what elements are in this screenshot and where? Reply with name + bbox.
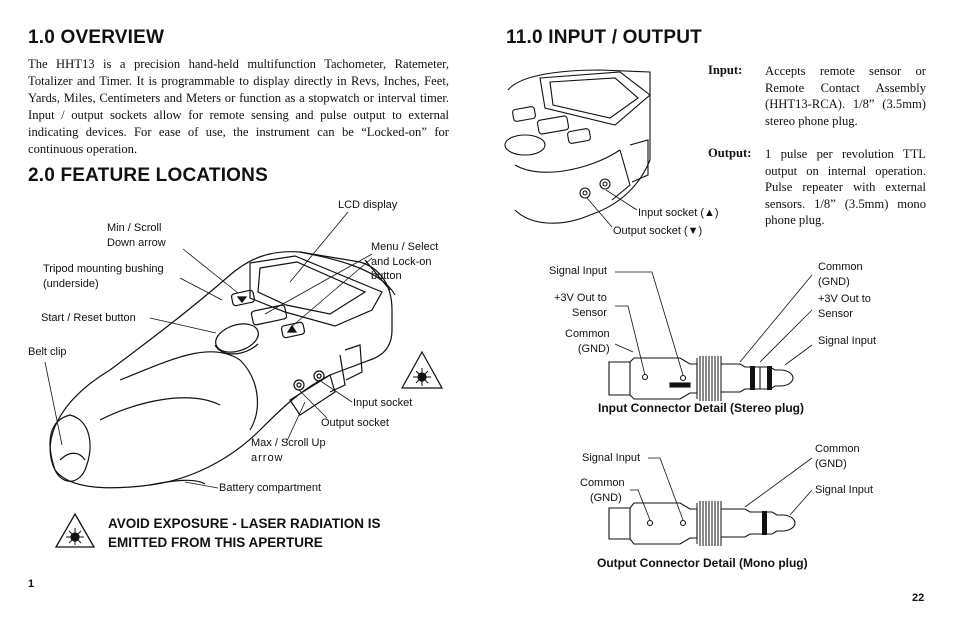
input-output-heading: 11.0 INPUT / OUTPUT [506, 27, 702, 48]
label-input-socket: Input socket [353, 397, 413, 409]
laser-warning-triangle-small [400, 350, 444, 389]
label-battery: Battery compartment [219, 482, 322, 494]
mono-caption: Output Connector Detail (Mono plug) [597, 556, 808, 570]
label-tripod: Tripod mounting bushing(underside) [43, 263, 164, 290]
label-belt-clip: Belt clip [28, 346, 67, 358]
stereo-signal-input-right: Signal Input [818, 335, 877, 347]
label-start-reset: Start / Reset button [41, 312, 136, 324]
stereo-common-left: Common(GND) [565, 328, 610, 355]
output-key: Output: [708, 146, 752, 160]
input-description: Accepts remote sensor or Remote Contact … [765, 64, 926, 128]
label-socket-input: Input socket (▲) [638, 207, 719, 219]
input-key: Input: [708, 63, 743, 77]
stereo-signal-input-left: Signal Input [549, 265, 608, 277]
mono-common-right: Common(GND) [815, 443, 860, 470]
stereo-common-right: Common(GND) [818, 261, 863, 288]
mono-signal-input-left: Signal Input [582, 452, 641, 464]
laser-warning-triangle [54, 512, 96, 548]
stereo-caption: Input Connector Detail (Stereo plug) [598, 401, 804, 415]
label-lcd-display: LCD display [338, 199, 398, 211]
overview-paragraph: The HHT13 is a precision hand-held multi… [28, 57, 449, 156]
overview-heading: 1.0 OVERVIEW [28, 27, 165, 48]
mono-common-left: Common(GND) [580, 477, 625, 504]
label-socket-output: Output socket (▼) [613, 225, 703, 237]
mono-plug-drawing [608, 501, 796, 546]
label-output-socket: Output socket [321, 417, 389, 429]
output-description: 1 pulse per revolution TTL output on int… [765, 147, 926, 227]
feature-locations-heading: 2.0 FEATURE LOCATIONS [28, 165, 268, 186]
page-number-right: 22 [912, 592, 925, 604]
mono-signal-input-right: Signal Input [815, 484, 874, 496]
stereo-plug-drawing [608, 356, 794, 401]
page-number-left: 1 [28, 578, 35, 590]
